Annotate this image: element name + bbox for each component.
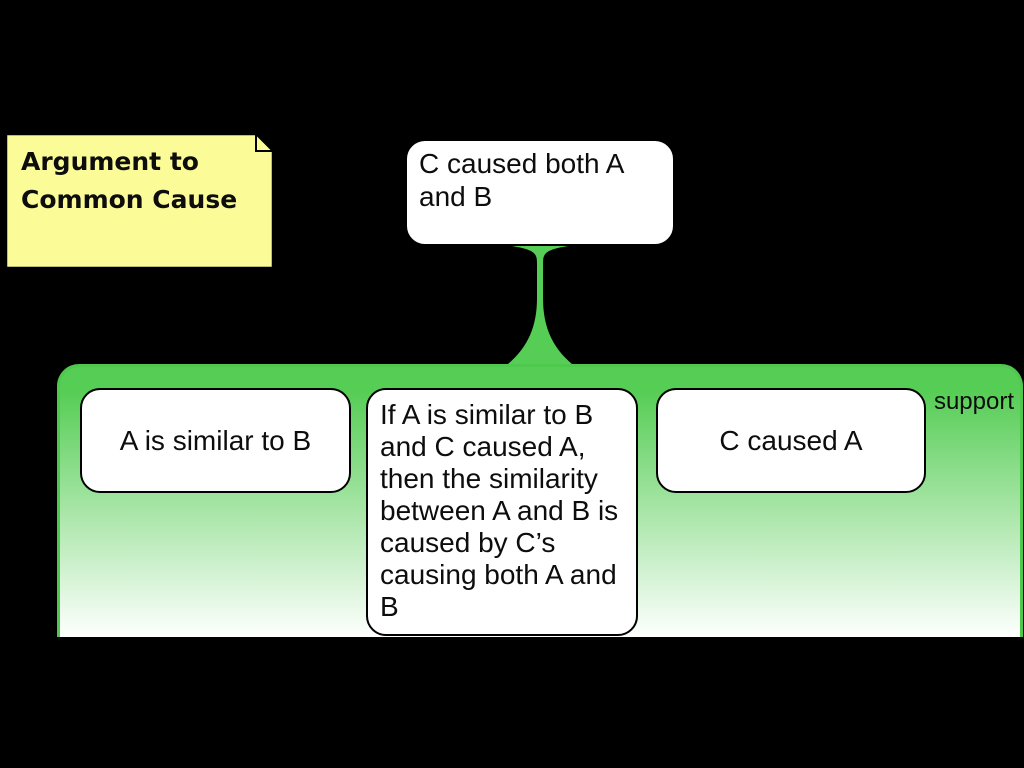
premise-box-2[interactable]: If A is similar to B and C caused A, the… (366, 388, 638, 636)
support-group[interactable]: support A is similar to B If A is simila… (57, 364, 1023, 637)
premise-box-1[interactable]: A is similar to B (80, 388, 351, 493)
premise-box-3[interactable]: C caused A (656, 388, 926, 493)
note-title: Argument to Common Cause (21, 147, 238, 214)
claim-box[interactable]: C caused both A and B (405, 139, 675, 246)
premise-2-text: If A is similar to B and C caused A, the… (380, 399, 619, 622)
support-connector[interactable] (495, 244, 585, 369)
claim-text: C caused both A and B (419, 148, 623, 212)
premise-1-text: A is similar to B (119, 424, 312, 456)
note-body[interactable] (4, 132, 275, 270)
support-label: support (933, 388, 1014, 415)
note-fold-icon (255, 131, 276, 152)
connector-shape (503, 246, 577, 368)
premise-3-text: C caused A (719, 424, 863, 456)
sticky-note[interactable] (4, 131, 276, 271)
